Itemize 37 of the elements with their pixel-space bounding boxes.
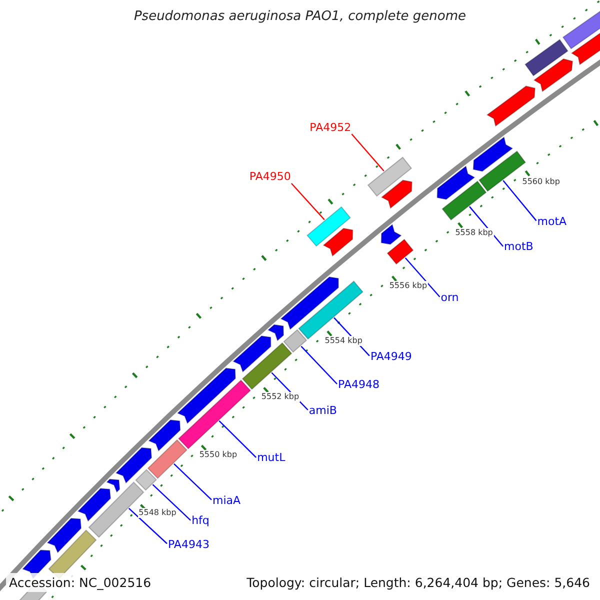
gene-label: hfq bbox=[192, 514, 210, 528]
gene-label: miaA bbox=[212, 494, 241, 507]
leader-line bbox=[300, 346, 338, 384]
gene-bar bbox=[242, 342, 292, 390]
scale-label: 5550 kbp bbox=[198, 450, 238, 460]
gene-bar bbox=[178, 379, 252, 450]
gene-label: PA4948 bbox=[338, 378, 380, 391]
leader-line bbox=[152, 484, 191, 521]
scale-label: 5560 kbp bbox=[521, 176, 561, 187]
gene-label: orn bbox=[440, 290, 459, 304]
gene-bar bbox=[386, 238, 414, 265]
gene-label: PA4950 bbox=[249, 170, 291, 184]
scale-label: 5554 kbp bbox=[324, 336, 364, 346]
leader-line bbox=[290, 182, 325, 220]
scale-label: 5556 kbp bbox=[388, 281, 428, 292]
gene-bar bbox=[367, 156, 412, 197]
title: Pseudomonas aeruginosa PAO1, complete genome bbox=[132, 9, 468, 24]
scale-label: 5558 kbp bbox=[454, 228, 494, 238]
gene-bar bbox=[135, 469, 157, 491]
gene-label: PA4949 bbox=[370, 350, 412, 363]
leader-line bbox=[174, 463, 212, 500]
gene-label: mutL bbox=[257, 451, 286, 464]
gene-bar bbox=[306, 206, 351, 247]
gene-label: motA bbox=[537, 214, 567, 228]
gene-label: amiB bbox=[308, 404, 337, 417]
genome-summary-text: Topology: circular; Length: 6,264,404 bp; Genes: 5,646 bbox=[246, 575, 590, 590]
scale-label: 5548 kbp bbox=[138, 508, 178, 518]
leader-line bbox=[128, 508, 168, 544]
gene-label: motB bbox=[504, 240, 534, 254]
scale-label: 5552 kbp bbox=[260, 392, 300, 402]
leader-line bbox=[404, 257, 440, 298]
gene-label: PA4952 bbox=[310, 121, 352, 134]
leader-line bbox=[502, 180, 537, 222]
leader-line bbox=[218, 420, 257, 458]
gene-bar bbox=[442, 180, 487, 221]
gene-label: PA4943 bbox=[168, 538, 210, 551]
gene-bar bbox=[147, 439, 188, 479]
